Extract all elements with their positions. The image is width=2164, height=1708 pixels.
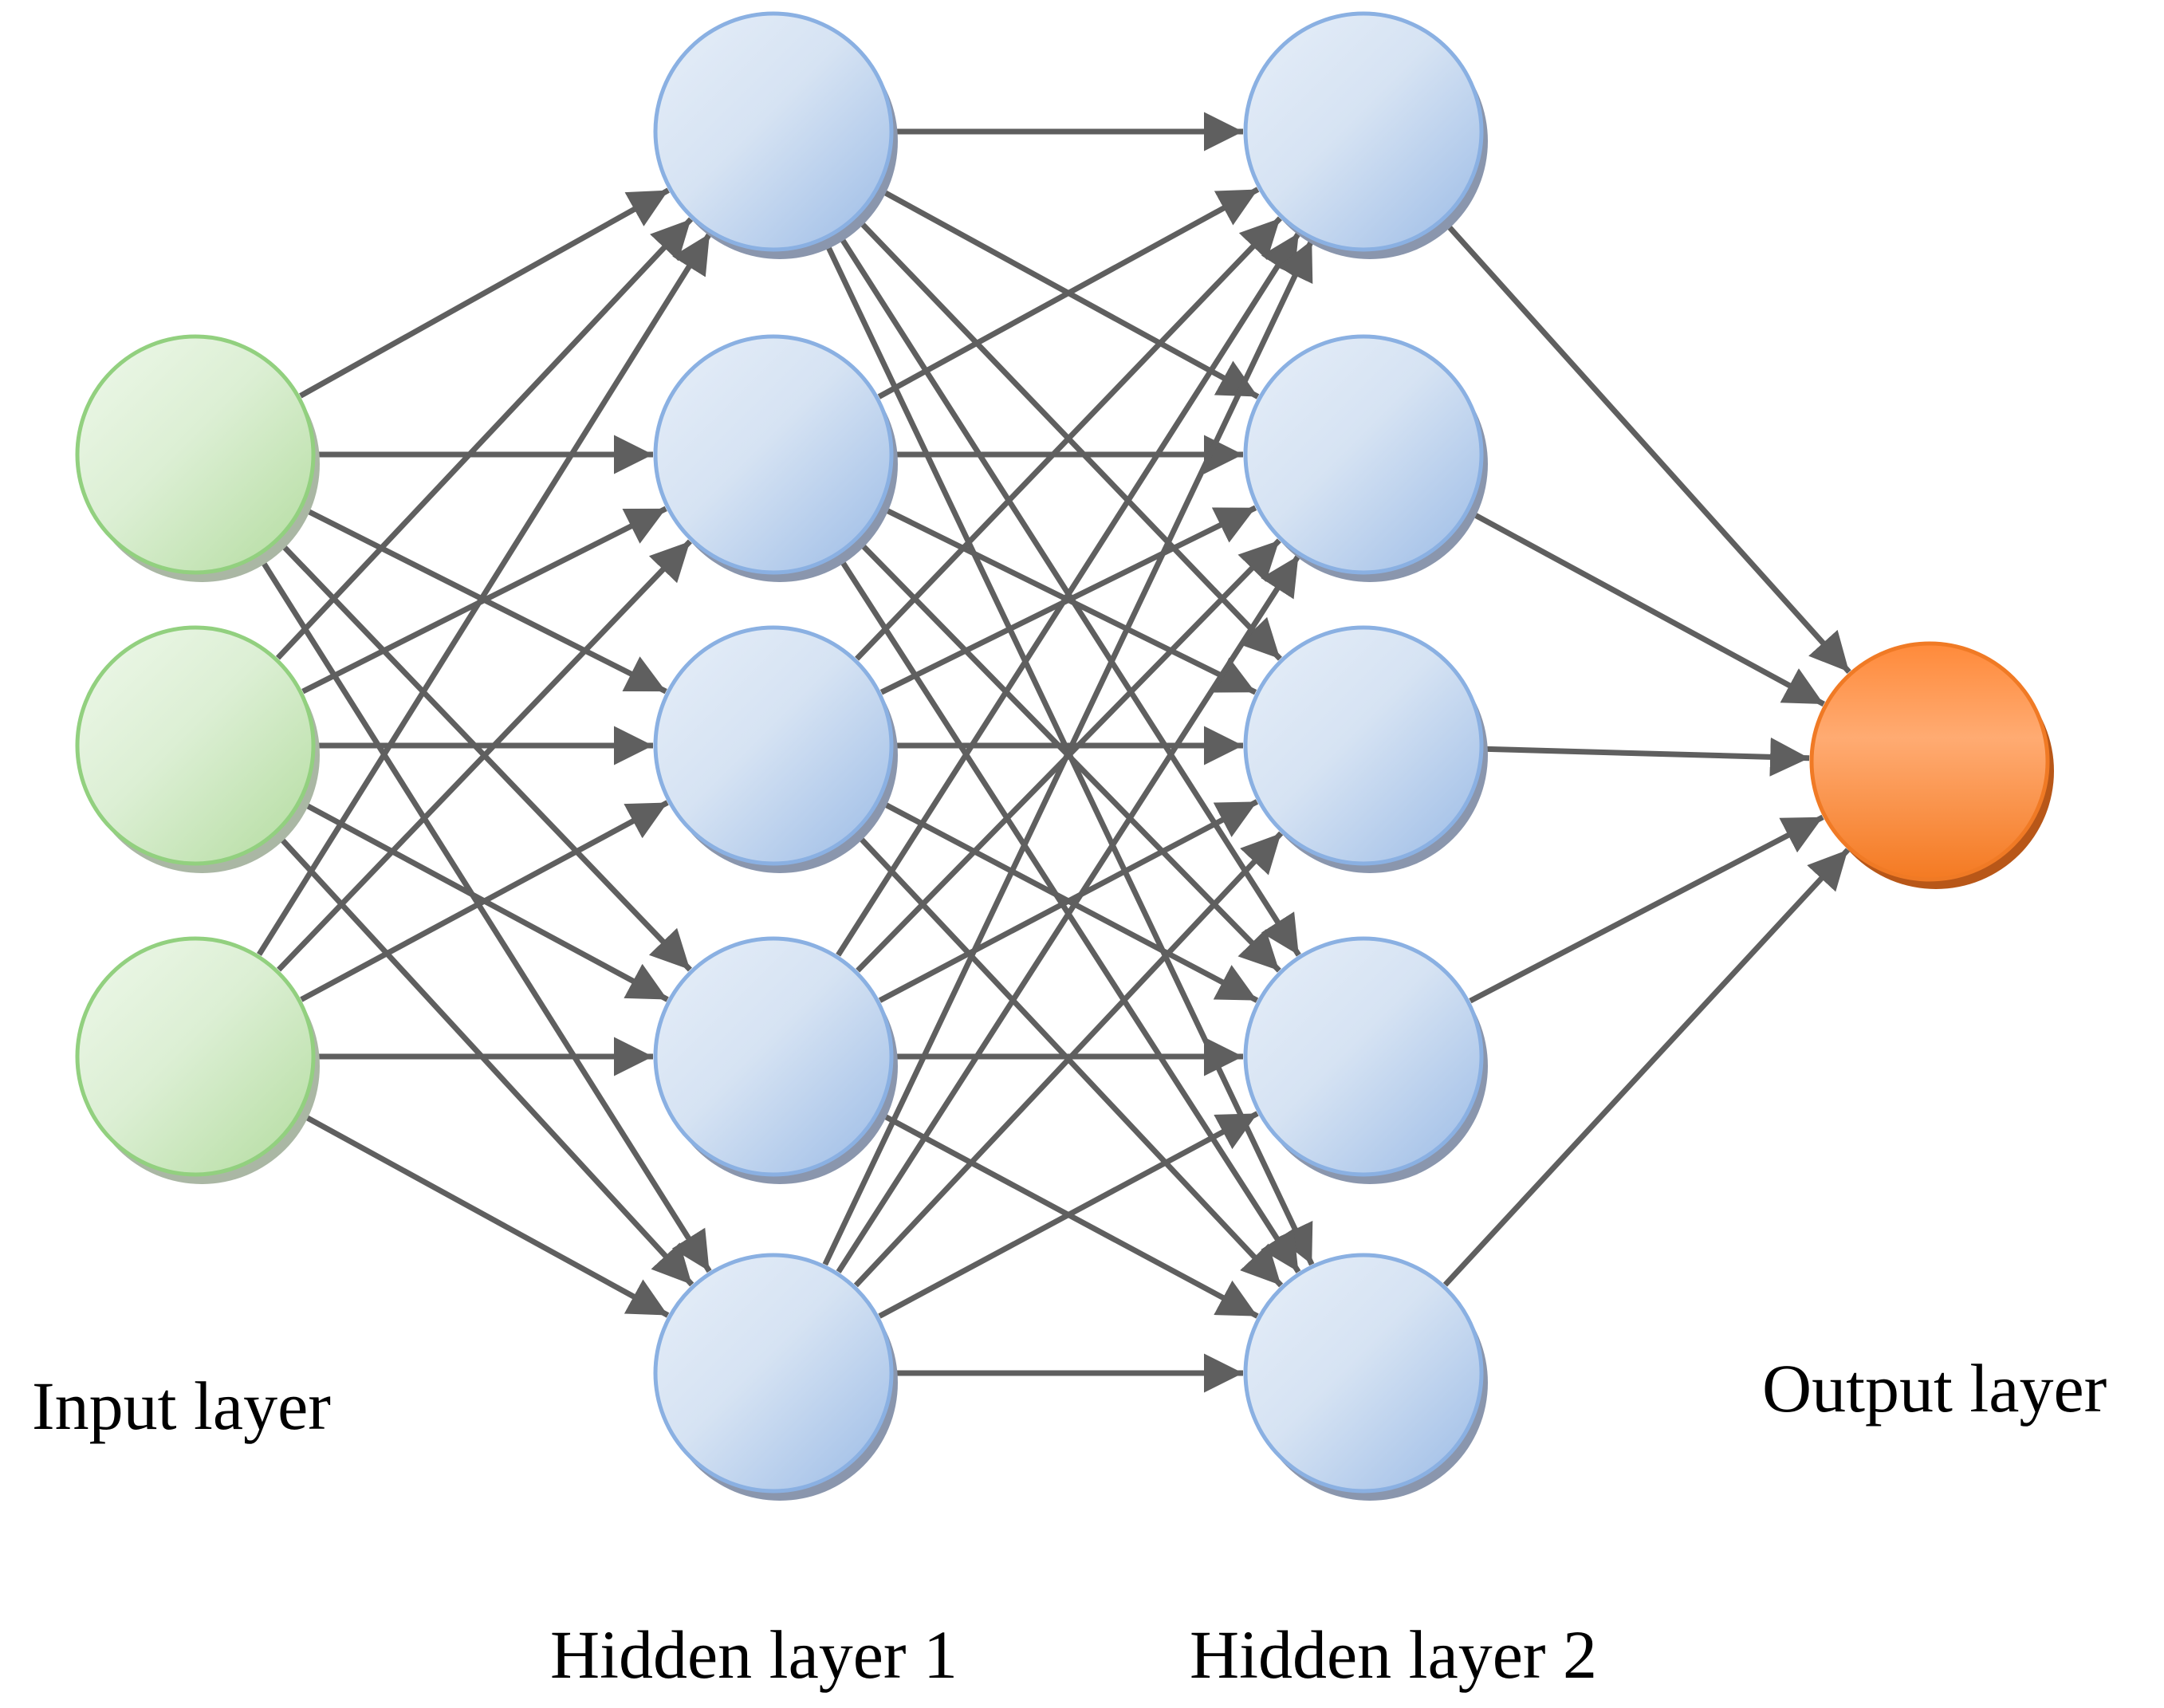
input-neuron-3 (75, 936, 320, 1184)
edge-hidden1-3-to-hidden2-1 (855, 216, 1282, 661)
edge-hidden1-5-to-hidden2-3 (853, 831, 1284, 1288)
edge-hidden2-2-to-output-1 (1468, 509, 1825, 707)
hidden2-neuron-4 (1243, 936, 1488, 1184)
edge-hidden2-5-to-output-1 (1442, 848, 1851, 1287)
input-neuron-2-circle (75, 625, 316, 866)
edge-hidden1-5-to-hidden2-4 (878, 1111, 1259, 1319)
output-neuron-1-circle (1809, 641, 2050, 882)
hidden2-neuron-3-circle (1243, 625, 1484, 866)
hidden1-neuron-2-circle (653, 334, 894, 575)
input-layer-label: Input layer (32, 1368, 331, 1444)
edge-input-2-to-hidden1-2 (301, 506, 667, 695)
hidden2-neuron-2 (1243, 334, 1488, 582)
hidden1-neuron-5-circle (653, 1253, 894, 1494)
neuron-nodes (75, 11, 2054, 1501)
edge-input-1-to-hidden1-1 (299, 187, 670, 399)
hidden2-neuron-5 (1243, 1253, 1488, 1501)
hidden2-neuron-5-circle (1243, 1253, 1484, 1494)
hidden1-neuron-4 (653, 936, 898, 1184)
hidden2-neuron-2-circle (1243, 334, 1484, 575)
edge-input-2-to-hidden1-1 (275, 217, 694, 660)
hidden1-neuron-1-circle (653, 11, 894, 252)
edge-hidden1-3-to-hidden2-2 (879, 505, 1257, 695)
hidden1-neuron-4-circle (653, 936, 894, 1177)
hidden1-neuron-3 (653, 625, 898, 873)
output-layer-label: Output layer (1762, 1350, 2107, 1427)
output-neuron-1 (1809, 641, 2054, 889)
edge-hidden1-5-to-hidden2-1 (822, 238, 1315, 1266)
input-neuron-2 (75, 625, 320, 873)
connection-edges (257, 112, 1851, 1393)
edge-hidden1-5-to-hidden2-2 (836, 554, 1301, 1273)
edge-input-3-to-hidden1-1 (257, 232, 712, 956)
hidden1-neuron-1 (653, 11, 898, 259)
input-neuron-3-circle (75, 936, 316, 1177)
hidden2-neuron-3 (1243, 625, 1488, 873)
edge-hidden2-1-to-output-1 (1442, 218, 1851, 675)
edge-hidden1-4-to-hidden2-3 (878, 799, 1259, 1003)
edge-input-3-to-hidden1-2 (277, 539, 692, 972)
hidden1-neuron-5 (653, 1253, 898, 1501)
hidden2-neuron-1 (1243, 11, 1488, 259)
edge-input-3-to-hidden1-3 (300, 800, 669, 1002)
hidden1-neuron-2 (653, 334, 898, 582)
edge-hidden2-4-to-output-1 (1469, 814, 1824, 1004)
edge-hidden2-3-to-output-1 (1483, 737, 1810, 777)
hidden-layer-2-label: Hidden layer 2 (1190, 1616, 1597, 1693)
input-neuron-1 (75, 334, 320, 582)
edge-input-3-to-hidden1-5 (299, 1112, 670, 1318)
hidden2-neuron-4-circle (1243, 936, 1484, 1177)
hidden-layer-1-label: Hidden layer 1 (550, 1616, 958, 1693)
edge-hidden1-2-to-hidden2-1 (877, 187, 1260, 399)
input-neuron-1-circle (75, 334, 316, 575)
hidden1-neuron-3-circle (653, 625, 894, 866)
edge-hidden1-4-to-hidden2-1 (836, 231, 1301, 957)
hidden2-neuron-1-circle (1243, 11, 1484, 252)
edge-input-1-to-hidden1-5 (257, 554, 712, 1273)
